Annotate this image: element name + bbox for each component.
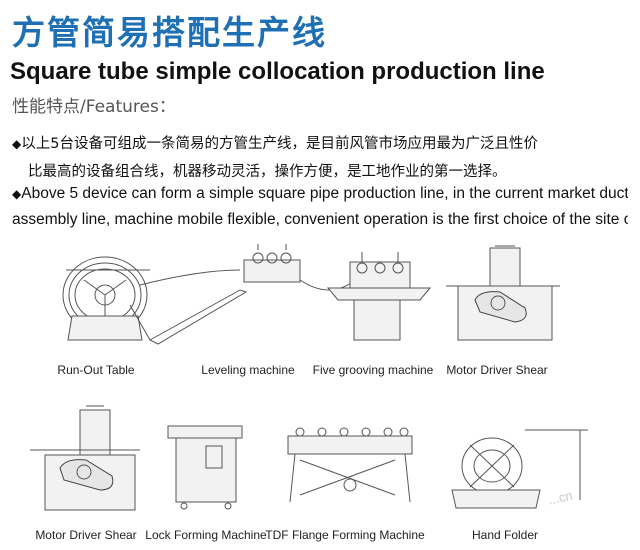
description-cn-line-1: 以上5台设备可组成一条简易的方管生产线，是目前风管市场应用最为广泛且性价 bbox=[21, 136, 538, 152]
motor-driver-shear-icon bbox=[446, 245, 560, 341]
machine-line-drawing bbox=[30, 244, 588, 511]
leveling-machine-icon bbox=[243, 244, 356, 291]
page-title-cn: 方管简易搭配生产线 bbox=[12, 13, 327, 52]
description-cn-line-2: 比最高的设备组合线，机器移动灵活，操作方便，是工地作业的第一选择。 bbox=[28, 164, 507, 180]
run-out-table-icon bbox=[62, 256, 151, 341]
machine-label-lock-forming-machine: Lock Forming Machine bbox=[145, 528, 267, 542]
bullet-icon: ◆ bbox=[12, 187, 22, 201]
machine-label-motor-driver-shear-1: Motor Driver Shear bbox=[446, 363, 548, 377]
machine-label-tdf-flange-forming-machine: TDF Flange Forming Machine bbox=[265, 528, 425, 542]
motor-driver-shear-icon bbox=[30, 405, 140, 511]
lock-forming-machine-icon bbox=[167, 425, 243, 510]
machine-label-run-out-table: Run-Out Table bbox=[57, 363, 135, 377]
bullet-icon: ◆ bbox=[12, 137, 22, 151]
five-grooving-machine-icon bbox=[326, 252, 432, 341]
machine-illustrations: Run-Out Table Leveling machine Five groo… bbox=[0, 240, 640, 542]
machine-label-leveling-machine: Leveling machine bbox=[201, 363, 295, 377]
machine-label-five-grooving-machine: Five grooving machine bbox=[312, 363, 434, 377]
hand-folder-icon bbox=[451, 429, 588, 509]
description-en: ◆Above 5 device can form a simple square… bbox=[12, 181, 628, 233]
tdf-flange-forming-machine-icon bbox=[287, 427, 413, 503]
machine-label-motor-driver-shear-2: Motor Driver Shear bbox=[35, 528, 137, 542]
machine-label-hand-folder: Hand Folder bbox=[471, 528, 539, 542]
description-en-line-1: Above 5 device can form a simple square … bbox=[21, 185, 628, 202]
description-cn: ◆以上5台设备可组成一条简易的方管生产线，是目前风管市场应用最为广泛且性价 比最… bbox=[12, 130, 628, 186]
features-heading: 性能特点/Features： bbox=[12, 97, 176, 117]
description-en-line-2: assembly line, machine mobile flexible, … bbox=[12, 211, 628, 228]
page-title-en: Square tube simple collocation productio… bbox=[10, 58, 545, 85]
